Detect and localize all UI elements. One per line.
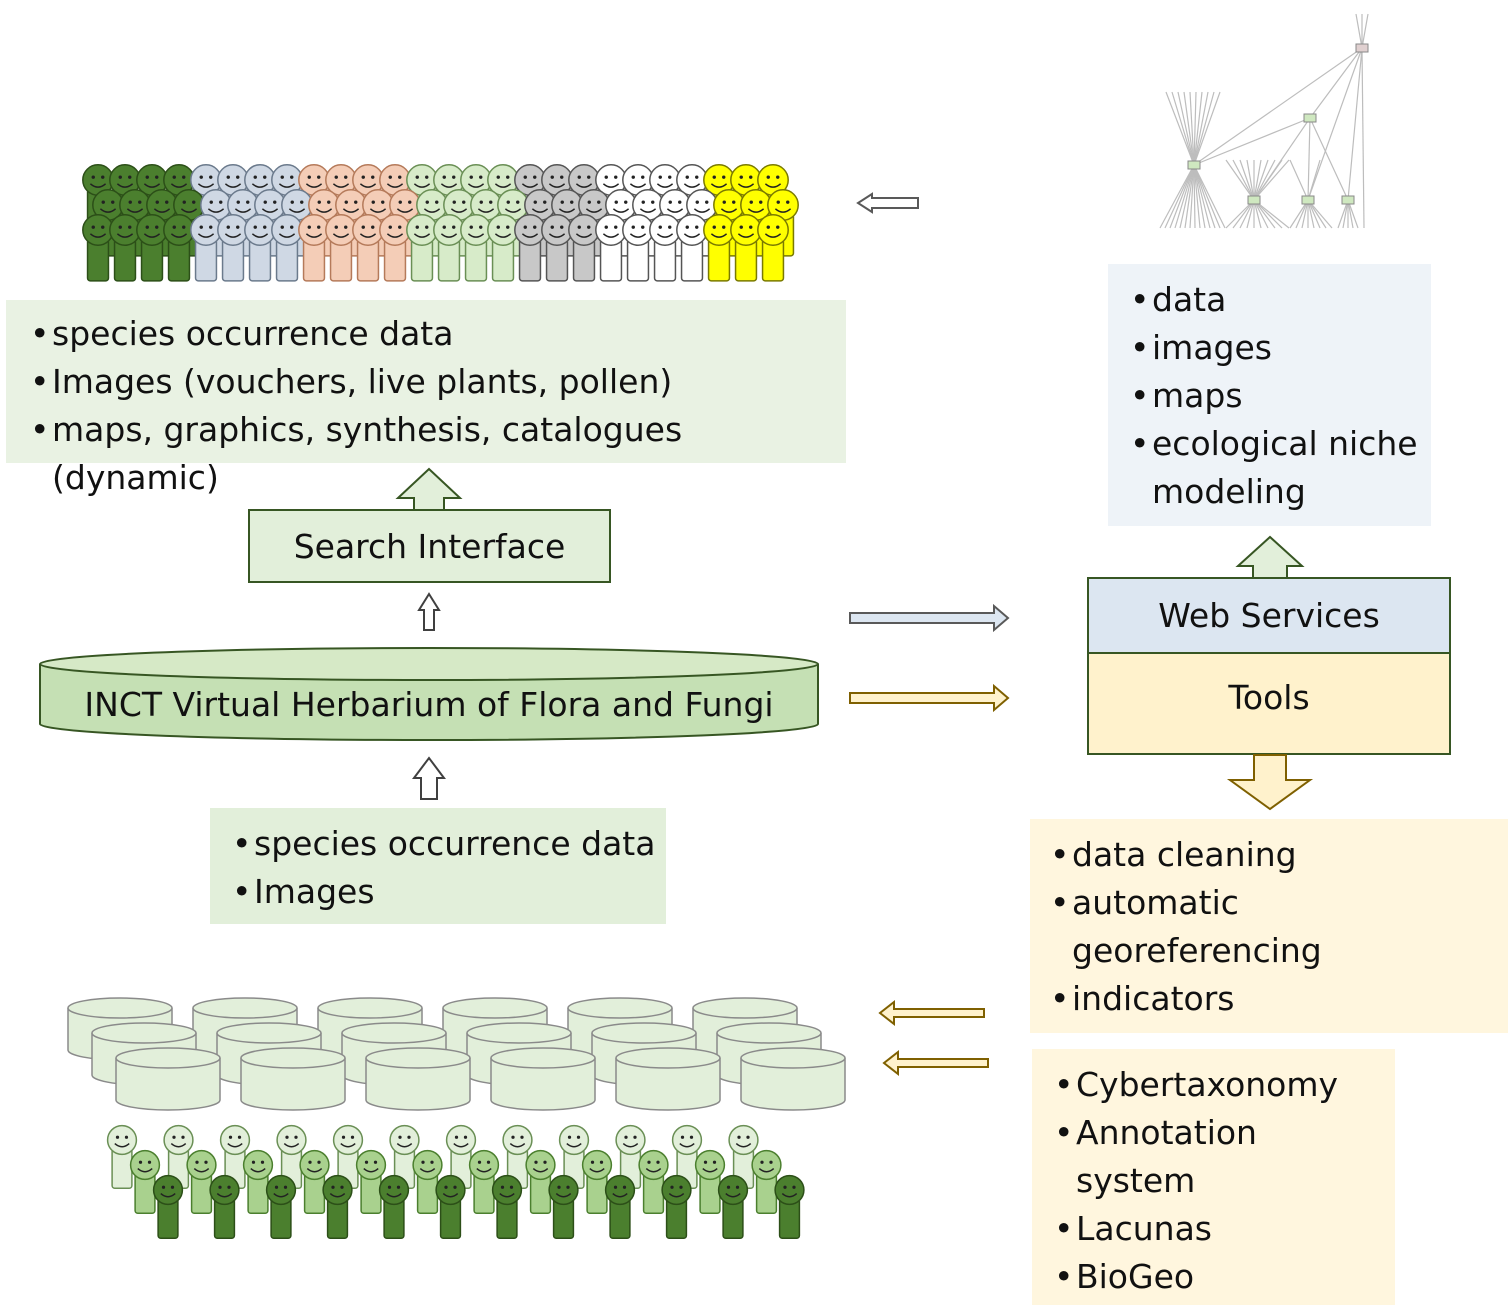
person-icon — [298, 214, 330, 282]
person-icon — [525, 1149, 556, 1214]
person-icon — [379, 214, 411, 282]
bottom-input-item: Images — [232, 868, 666, 916]
web-services-label: Web Services — [1158, 596, 1380, 635]
person-icon — [622, 214, 654, 282]
person-icon — [406, 214, 438, 282]
web-output-item: data — [1130, 276, 1431, 324]
person-icon — [581, 1149, 613, 1214]
top-output-item: maps, graphics, synthesis, catalogues (d… — [30, 406, 846, 502]
herbarium-label-wrap: INCT Virtual Herbarium of Flora and Fung… — [40, 680, 818, 728]
person-icon — [661, 1174, 692, 1239]
tool-outputs-box: data cleaning automatic georeferencing i… — [1030, 819, 1508, 1033]
database-cylinder-icon — [615, 1047, 721, 1111]
person-icon — [378, 1174, 410, 1239]
bottom-input-item: species occurrence data — [232, 820, 666, 868]
top-output-item: Images (vouchers, live plants, pollen) — [30, 358, 846, 406]
person-icon — [271, 214, 303, 282]
extra-tools-box: Cybertaxonomy Annotation system Lacunas … — [1032, 1049, 1395, 1305]
person-icon — [136, 214, 168, 282]
search-interface-label: Search Interface — [293, 526, 566, 566]
web-services-box: Web Services — [1087, 577, 1451, 652]
person-icon — [265, 1174, 297, 1239]
person-icon — [412, 1149, 443, 1214]
person-icon — [217, 214, 249, 282]
person-icon — [433, 214, 465, 282]
herbarium-label: INCT Virtual Herbarium of Flora and Fung… — [84, 684, 774, 724]
person-icon — [190, 214, 222, 282]
web-output-item: images — [1130, 324, 1431, 372]
person-icon — [352, 214, 384, 282]
person-icon — [325, 214, 357, 282]
database-cylinder-icon — [740, 1047, 846, 1111]
person-icon — [649, 214, 681, 282]
person-icon — [322, 1174, 353, 1239]
tools-label: Tools — [1228, 678, 1310, 717]
person-icon — [491, 1174, 523, 1239]
person-icon — [730, 214, 762, 282]
person-icon — [299, 1149, 330, 1214]
person-icon — [460, 214, 492, 282]
person-icon — [487, 214, 519, 282]
tool-output-item: automatic georeferencing — [1050, 879, 1322, 975]
person-icon — [109, 214, 141, 282]
person-icon — [717, 1174, 749, 1239]
person-icon — [541, 214, 573, 282]
person-icon — [676, 214, 708, 282]
extra-tool-item: Cybertaxonomy — [1054, 1061, 1395, 1109]
extra-tool-item: BioGeo — [1054, 1253, 1395, 1301]
tools-box: Tools — [1087, 652, 1451, 755]
person-icon — [694, 1149, 726, 1214]
extra-tool-item: Annotation system — [1054, 1109, 1286, 1205]
web-output-item: maps — [1130, 372, 1431, 420]
top-output-item: species occurrence data — [30, 310, 846, 358]
person-icon — [774, 1174, 805, 1239]
person-icon — [468, 1149, 500, 1214]
person-icon — [129, 1149, 161, 1214]
person-icon — [568, 214, 600, 282]
person-icon — [152, 1174, 184, 1239]
person-icon — [242, 1149, 274, 1214]
person-icon — [604, 1174, 636, 1239]
database-cylinder-icon — [365, 1047, 471, 1111]
person-icon — [595, 214, 627, 282]
search-interface-box: Search Interface — [248, 509, 611, 583]
person-icon — [209, 1174, 240, 1239]
web-outputs-box: data images maps ecological niche modeli… — [1108, 264, 1431, 526]
person-icon — [638, 1149, 669, 1214]
person-icon — [757, 214, 789, 282]
bottom-inputs-box: species occurrence data Images — [210, 808, 666, 924]
database-cylinder-icon — [115, 1047, 221, 1111]
web-output-item: ecological niche modeling — [1130, 420, 1431, 516]
person-icon — [355, 1149, 387, 1214]
database-cylinder-icon — [490, 1047, 596, 1111]
person-icon — [332, 1124, 364, 1189]
person-icon — [163, 214, 195, 282]
person-icon — [548, 1174, 579, 1239]
person-icon — [106, 1124, 138, 1189]
person-icon — [435, 1174, 466, 1239]
tool-output-item: data cleaning — [1050, 831, 1508, 879]
tool-output-item: indicators — [1050, 975, 1508, 1023]
person-icon — [703, 214, 735, 282]
top-outputs-box: species occurrence data Images (vouchers… — [6, 300, 846, 497]
person-icon — [514, 214, 546, 282]
extra-tool-item: Lacunas — [1054, 1205, 1395, 1253]
database-cylinder-icon — [240, 1047, 346, 1111]
person-icon — [186, 1149, 217, 1214]
